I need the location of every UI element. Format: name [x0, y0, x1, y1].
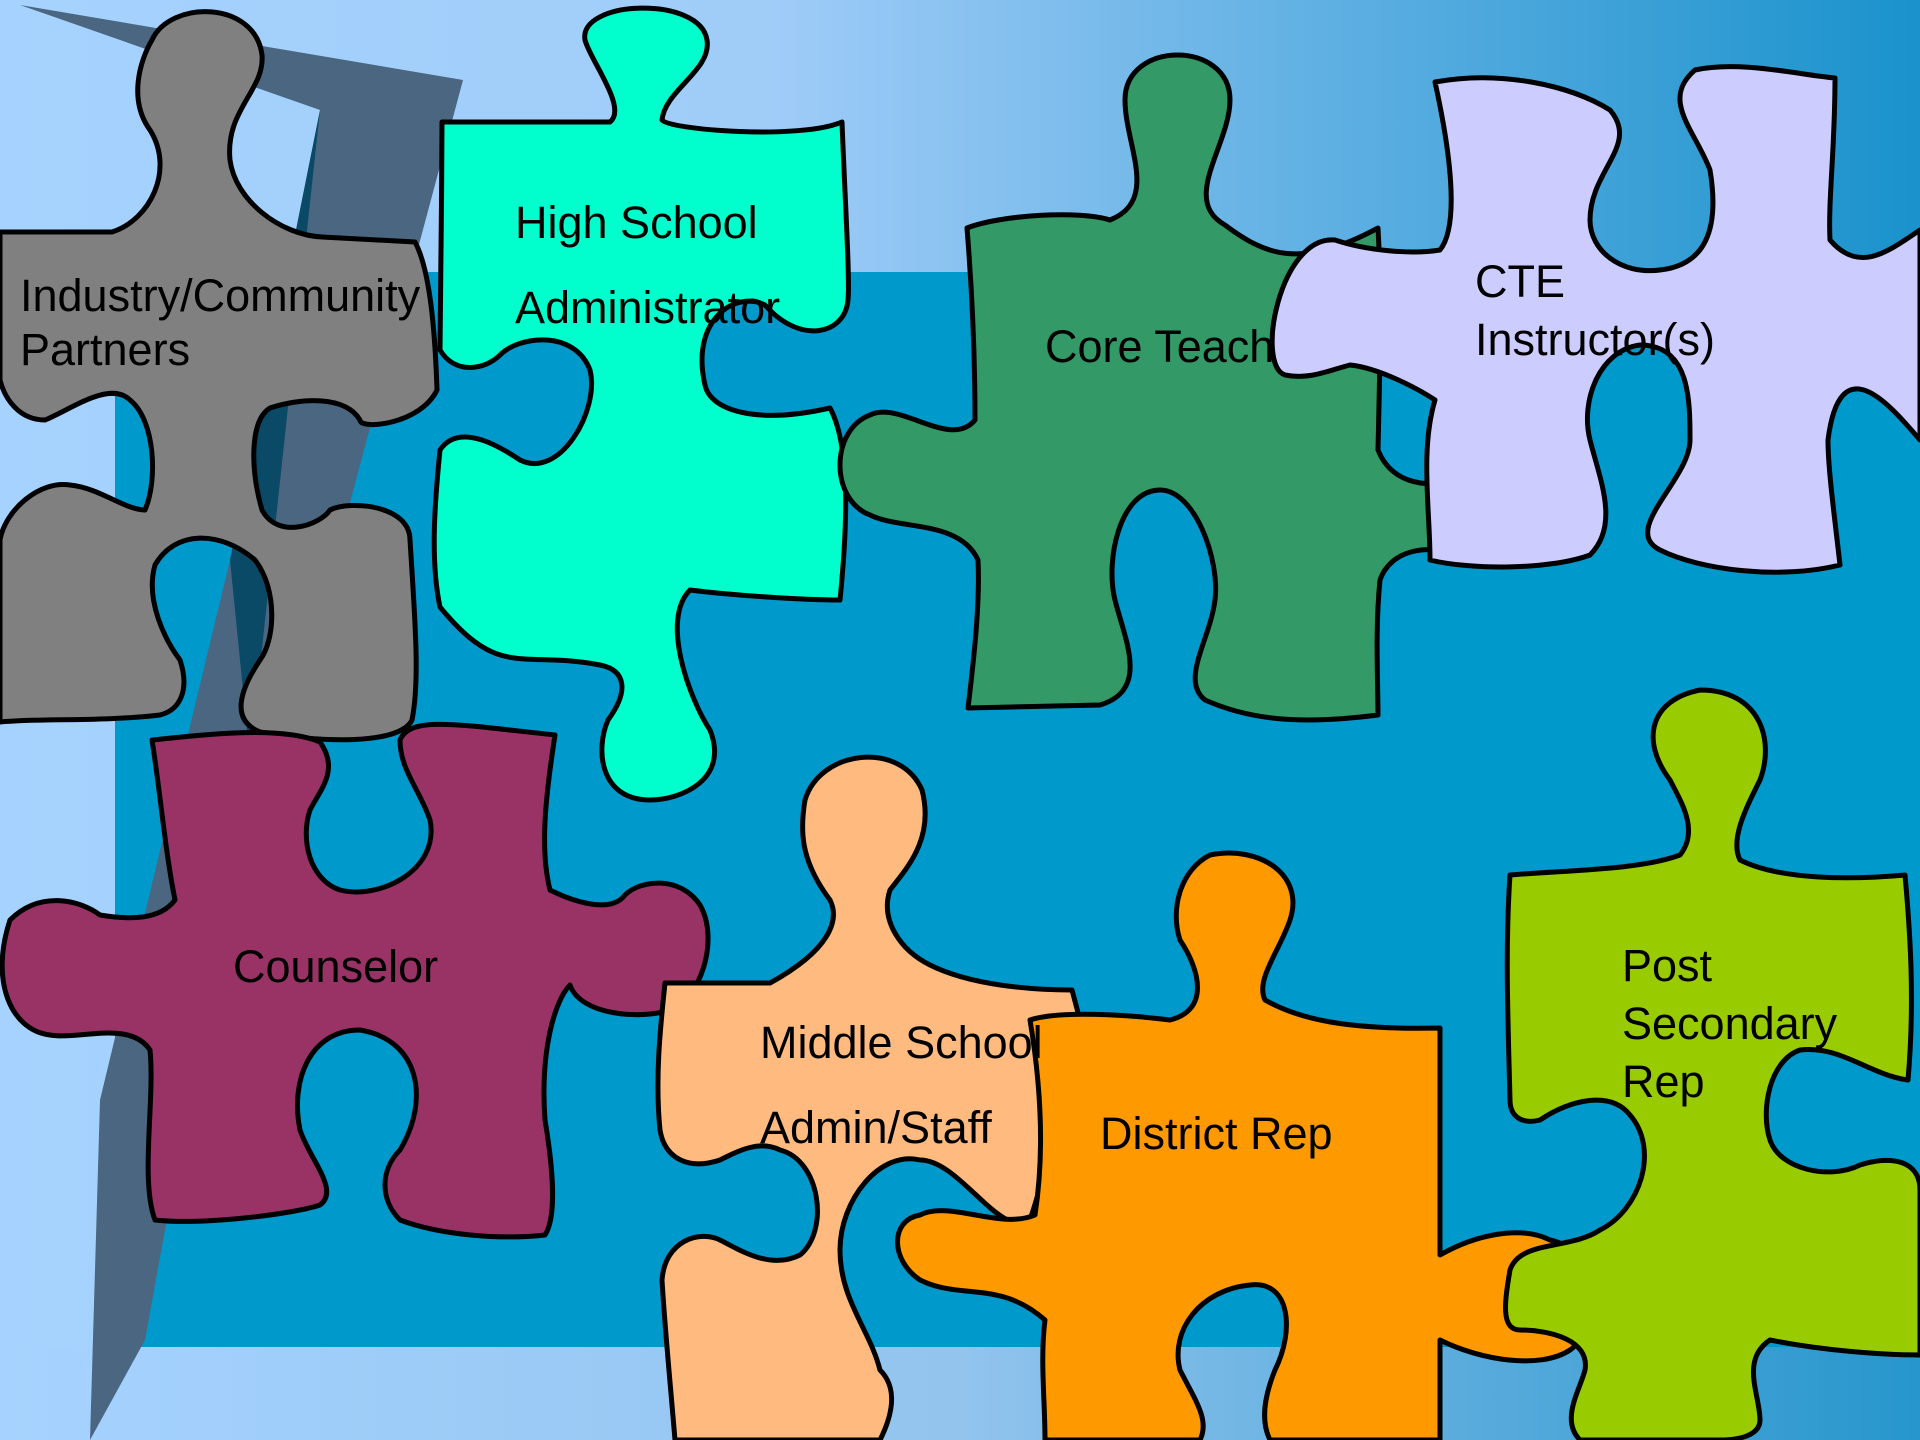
core-teacher-label-line1: Core Teach [1045, 321, 1275, 372]
post-secondary-label: Post Secondary Rep [1622, 937, 1837, 1111]
puzzle-piece-counselor [0, 721, 711, 1240]
puzzle-piece-post-secondary [1503, 687, 1920, 1440]
district-label: District Rep [1100, 1105, 1333, 1164]
middle-school-label-line2: Admin/Staff [760, 1102, 992, 1153]
puzzle-piece-high-school [431, 5, 851, 803]
puzzle-piece-core-teacher [837, 52, 1473, 723]
industry-label-line1: Industry/Community [20, 270, 421, 321]
cte-label-line2: Instructor(s) [1475, 314, 1716, 365]
post-secondary-label-line2: Secondary [1622, 998, 1838, 1049]
middle-school-label-line1: Middle School [760, 1017, 1043, 1068]
middle-school-label: Middle School Admin/Staff [760, 1000, 1043, 1170]
counselor-label-line1: Counselor [233, 941, 439, 992]
cte-label-line1: CTE [1475, 256, 1565, 307]
post-secondary-label-line1: Post [1622, 940, 1713, 991]
core-teacher-label: Core Teach [1045, 318, 1274, 377]
high-school-label-line2: Administrator [515, 282, 781, 333]
puzzle-piece-middle-school [655, 754, 1083, 1440]
cte-label: CTE Instructor(s) [1475, 253, 1715, 369]
counselor-label: Counselor [233, 938, 438, 997]
industry-label: Industry/Community Partners [20, 269, 420, 377]
puzzle-piece-cte [1269, 64, 1920, 575]
high-school-label-line1: High School [515, 197, 758, 248]
post-secondary-label-line3: Rep [1622, 1056, 1705, 1107]
district-label-line1: District Rep [1100, 1108, 1333, 1159]
puzzle-piece-district [895, 850, 1593, 1440]
high-school-label: High School Administrator [515, 180, 780, 350]
puzzle-piece-industry [0, 9, 440, 743]
industry-label-line2: Partners [20, 324, 191, 375]
